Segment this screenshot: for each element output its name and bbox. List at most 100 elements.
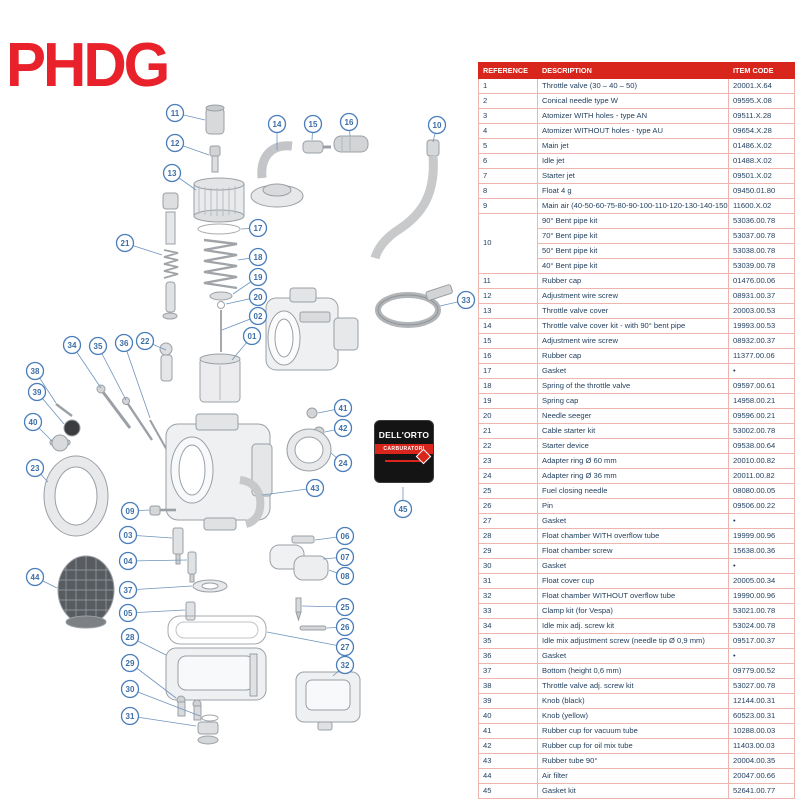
dellorto-logo-text: DELL'ORTO <box>378 430 430 440</box>
description-cell: Bottom (height 0,6 mm) <box>537 663 729 679</box>
callout-15: 15 <box>303 114 323 141</box>
part-gasket-17 <box>197 223 241 235</box>
svg-text:34: 34 <box>68 341 77 350</box>
reference-cell: 19 <box>478 393 538 409</box>
column-header-item-code: ITEM CODE <box>728 62 795 79</box>
item-code-cell: 19990.00.96 <box>728 588 795 604</box>
svg-text:39: 39 <box>33 388 42 397</box>
item-code-cell: 53038.00.78 <box>728 243 795 259</box>
item-code-cell: 53021.00.78 <box>728 603 795 619</box>
svg-text:24: 24 <box>339 459 348 468</box>
description-cell: 40° Bent pipe kit <box>537 258 729 274</box>
item-code-cell: 09654.X.28 <box>728 123 795 139</box>
item-code-cell: • <box>728 513 795 529</box>
item-code-cell: 20005.00.34 <box>728 573 795 589</box>
svg-text:28: 28 <box>126 633 135 642</box>
callout-20: 20 <box>225 287 268 307</box>
description-cell: Throttle valve cover <box>537 303 729 319</box>
callout-02: 02 <box>221 306 268 331</box>
callout-34: 34 <box>62 335 102 389</box>
part-air-screw-09 <box>149 505 176 516</box>
part-gasket-30 <box>201 714 219 722</box>
description-cell: Gasket kit <box>537 783 729 799</box>
svg-text:12: 12 <box>171 139 180 148</box>
callout-30: 30 <box>120 679 201 717</box>
description-cell: Rubber cup for vacuum tube <box>537 723 729 739</box>
item-code-cell: 53037.00.78 <box>728 228 795 244</box>
description-cell: Knob (yellow) <box>537 708 729 724</box>
part-knob-yellow-40 <box>51 434 69 452</box>
callout-40: 40 <box>23 412 53 442</box>
callout-42: 42 <box>324 418 353 438</box>
reference-cell: 28 <box>478 528 538 544</box>
item-code-cell: 60523.00.31 <box>728 708 795 724</box>
callout-37: 37 <box>118 580 193 600</box>
item-code-cell: 53002.00.78 <box>728 423 795 439</box>
reference-cell: 32 <box>478 588 538 604</box>
reference-cell: 20 <box>478 408 538 424</box>
description-cell: Adjustment wire screw <box>537 288 729 304</box>
callout-09: 09 <box>120 501 151 521</box>
exploded-diagram: 1112131415161017181920020121332234353638… <box>23 103 476 745</box>
reference-cell: 14 <box>478 318 538 334</box>
reference-cell: 29 <box>478 543 538 559</box>
svg-text:35: 35 <box>94 342 103 351</box>
part-jet-03 <box>172 527 184 565</box>
reference-cell: 42 <box>478 738 538 754</box>
description-cell: Rubber cup for oil mix tube <box>537 738 729 754</box>
svg-text:19: 19 <box>254 273 263 282</box>
item-code-cell: 12144.00.31 <box>728 693 795 709</box>
part-float-chamber-32 <box>295 671 361 731</box>
reference-cell: 21 <box>478 423 538 439</box>
svg-text:31: 31 <box>126 712 135 721</box>
callout-32: 32 <box>332 655 355 677</box>
reference-cell: 36 <box>478 648 538 664</box>
part-knobs-38-39-40 <box>49 403 81 452</box>
description-cell: Float 4 g <box>537 183 729 199</box>
part-needle-seeger-20 <box>217 301 225 309</box>
description-cell: Spring cap <box>537 393 729 409</box>
description-cell: Air filter <box>537 768 729 784</box>
dellorto-badge: DELL'ORTO CARBURATORI <box>374 420 434 483</box>
description-cell: Gasket <box>537 648 729 664</box>
reference-cell: 3 <box>478 108 538 124</box>
reference-cell: 9 <box>478 198 538 214</box>
item-code-cell: 09595.X.08 <box>728 93 795 109</box>
callout-22: 22 <box>135 331 167 351</box>
svg-text:17: 17 <box>254 224 263 233</box>
svg-text:25: 25 <box>341 603 350 612</box>
part-adapter-ring-36-24 <box>286 428 332 472</box>
item-code-cell: 08080.00.05 <box>728 483 795 499</box>
reference-cell: 11 <box>478 273 538 289</box>
description-cell: Atomizer WITHOUT holes - type AU <box>537 123 729 139</box>
item-code-cell: 11600.X.02 <box>728 198 795 214</box>
reference-cell: 38 <box>478 678 538 694</box>
badge-divider <box>385 460 423 462</box>
description-cell: Float cover cup <box>537 573 729 589</box>
part-jet-04 <box>187 551 197 583</box>
description-cell: Fuel closing needle <box>537 483 729 499</box>
svg-text:07: 07 <box>341 553 350 562</box>
callout-13: 13 <box>162 163 197 191</box>
item-code-cell: • <box>728 363 795 379</box>
description-cell: Adapter ring Ø 36 mm <box>537 468 729 484</box>
part-knob-black-39 <box>63 419 81 437</box>
reference-cell: 25 <box>478 483 538 499</box>
svg-text:23: 23 <box>31 464 40 473</box>
reference-cell: 40 <box>478 708 538 724</box>
callout-11: 11 <box>165 103 206 123</box>
callout-06: 06 <box>314 526 355 546</box>
part-carburetor-top-body <box>265 287 359 371</box>
